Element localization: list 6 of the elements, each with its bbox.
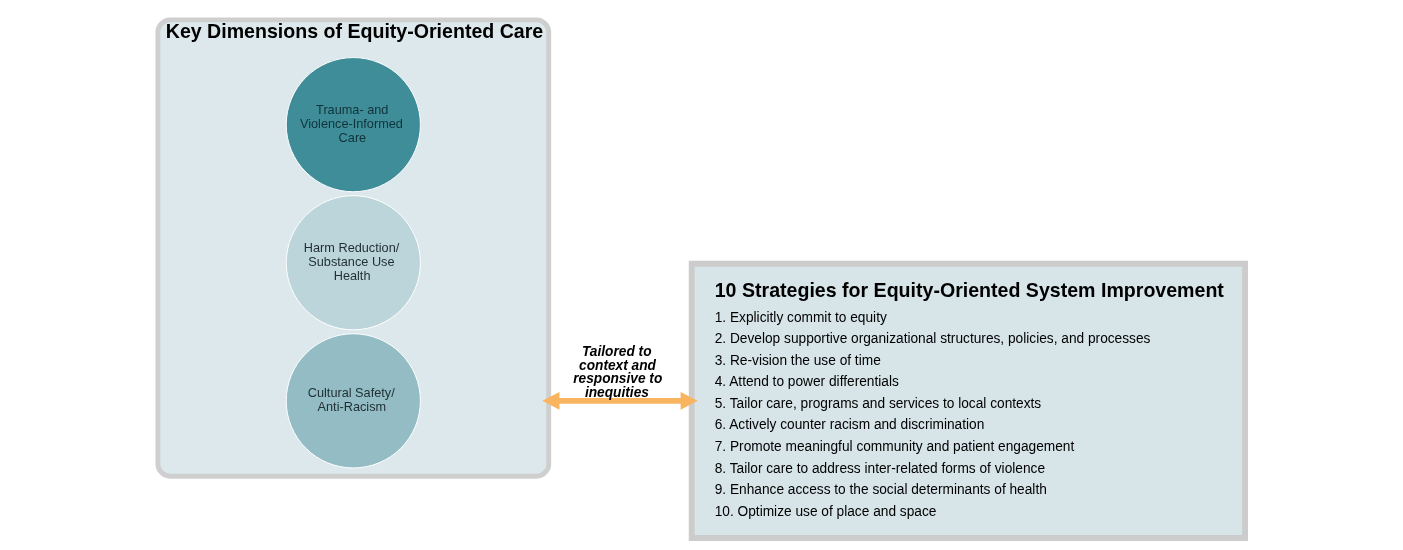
- node-box: 10 Strategies for Equity-Oriented System Improvement 1. Explicitly commit to equity 2. Develop supportive organizational structures, policies, and processes 3. Re-vision the use of time 4. Attend to power differentials 5. Tailor care, programs and services to local contexts 6. Actively counter racism and discrimination 7. Promote meaningful community and patient engagement 8. Tailor care to address inter-related forms of violence 9. Enhance access to the social determinants of health 10. Optimize use of place and space: [688, 260, 1248, 541]
- node-circle: Trauma- and Violence-Informed Care: [285, 57, 421, 193]
- arrow: [542, 391, 698, 410]
- node-circle: Harm Reduction/ Substance Use Health: [285, 195, 421, 331]
- edge-label: Tailored to context and responsive to inequities: [573, 344, 663, 401]
- node-circle: Cultural Safety/ Anti-Racism: [285, 333, 421, 469]
